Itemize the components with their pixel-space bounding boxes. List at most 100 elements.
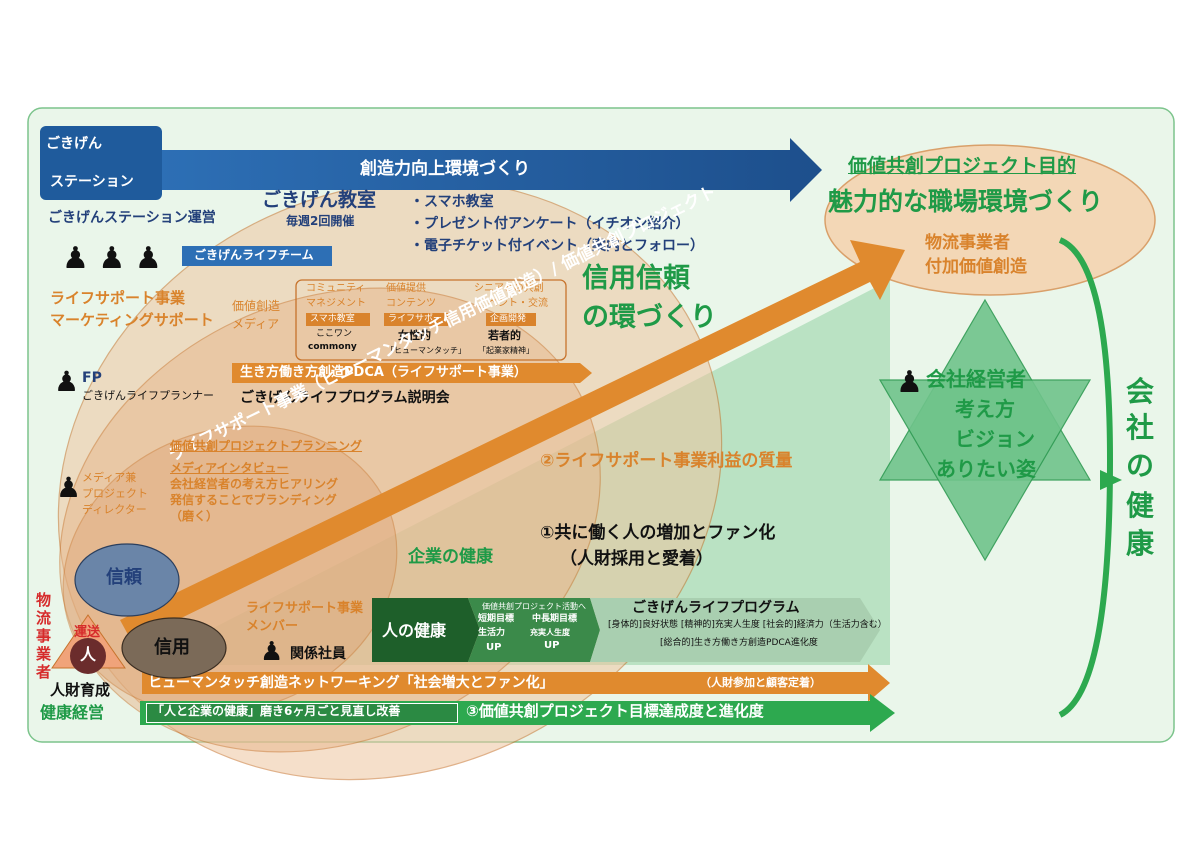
director-line3: ディレクター [82, 503, 147, 516]
planning-sub: メディアインタビュー [170, 461, 289, 475]
trust-circle-label: 信頼 [106, 567, 142, 588]
pa-s2b: 充実人生度 [530, 628, 570, 637]
planning-title: 価値共創プロジェクトプランニング [170, 439, 363, 453]
classroom-title: ごきげん教室 [262, 189, 377, 211]
project-activity-title: 価値共創プロジェクト活動へ [482, 602, 586, 611]
planning-line-2: 発信することでブランディング [170, 493, 337, 507]
panel-2-h2: コンテンツ [386, 298, 436, 309]
pa-s1a: 短期目標 [478, 614, 515, 624]
staff-person-icon: ♟ [260, 637, 284, 667]
lifesupport-marketing-2: マーケティングサポート [50, 311, 214, 329]
panel-2-tag-box [384, 313, 448, 326]
bottom-box-text: 「人と企業の健康」磨き6ヶ月ごと見直し改善 [152, 704, 401, 718]
bottom-label: ③価値共創プロジェクト目標達成度と進化度 [466, 702, 764, 720]
panel-2-h1: 価値提供 [386, 283, 426, 294]
diagonal-arrow [120, 240, 905, 642]
top-arrow [160, 138, 822, 202]
station-line1: ごきげん [46, 136, 102, 152]
trust-circle [74, 543, 180, 617]
fan-line2: （人財採用と愛着） [560, 549, 713, 569]
hr-dev: 人財育成 [50, 681, 111, 699]
panel-1-tag-box [306, 313, 370, 326]
company-health-5: 康 [1126, 527, 1155, 560]
company-health-3: の [1126, 449, 1155, 482]
right-curve [1058, 237, 1114, 718]
pa-s1c: UP [486, 642, 502, 653]
logistics-v-4: 業 [36, 645, 52, 663]
panel-1-t2: ここワン [316, 329, 353, 339]
bottom-box [146, 703, 458, 723]
company-health-2: 社 [1126, 411, 1155, 444]
team-label-box [182, 246, 332, 266]
people-icons: ♟ ♟ ♟ [62, 241, 162, 276]
networking-arrow [142, 664, 890, 702]
top-arrow-label: 創造力向上環境づくり [360, 159, 530, 179]
panel-3-tag: 企画開発 [490, 314, 527, 324]
team-label: ごきげんライフチーム [194, 248, 314, 262]
credit-circle-label: 信用 [154, 637, 190, 658]
goal-sub1: 物流事業者 [925, 233, 1010, 253]
star-line4: ありたい姿 [936, 457, 1036, 481]
panel-3-h2: イベント・交流 [478, 298, 548, 309]
goal-title: 価値共創プロジェクト目的 [848, 155, 1077, 177]
pa-s2a: 中長期目標 [532, 614, 578, 624]
program-briefing: ごきげんライフプログラム説明会 [240, 390, 450, 406]
panel-1-h2: マネジメント [306, 298, 366, 309]
star-person-icon: ♟ [896, 365, 923, 400]
person-label: 人 [80, 645, 97, 664]
company-health-1: 会 [1126, 375, 1155, 408]
right-curve-head [1100, 470, 1122, 490]
panel-3-t2: 若者的 [488, 329, 521, 342]
program-title: ごきげんライフプログラム [632, 600, 800, 616]
station-line2: ステーション [50, 174, 134, 190]
logistics-v-3: 事 [36, 627, 52, 645]
station-box [40, 126, 162, 200]
fp-title: FP [82, 370, 102, 386]
classroom-item-2: ・プレゼント付アンケート（イチオシ紹介） [410, 216, 690, 232]
panel-3-h1: シニアとの共創 [474, 283, 544, 294]
networking-main: ヒューマンタッチ創造ネットワーキング「社会増大とファン化」 [148, 675, 554, 691]
panel-1-h1: コミュニティ [306, 283, 366, 294]
panel-1-t3: commony [308, 342, 357, 352]
value-media-1: 価値創造 [232, 299, 281, 313]
program-chevron [590, 598, 880, 662]
networking-sub: （人財参加と顧客定着） [700, 676, 821, 689]
program-row-2: [総合的]生き方働き方創造PDCA進化度 [660, 638, 818, 648]
star-line1: 会社経営者 [926, 367, 1026, 391]
station-operation: ごきげんステーション運営 [48, 210, 216, 226]
classroom-item-1: ・スマホ教室 [410, 194, 494, 210]
company-health-4: 健 [1126, 489, 1155, 522]
fan-line1: ①共に働く人の増加とファン化 [540, 523, 776, 543]
credit-circle [121, 617, 227, 679]
logistics-v-5: 者 [36, 663, 52, 681]
panel-3-t3: 「起業家精神」 [478, 346, 534, 355]
health-mgmt: 健康経営 [40, 703, 105, 722]
star-line2: 考え方 [955, 397, 1015, 421]
members-1: ライフサポート事業 [246, 601, 364, 616]
planning-line-1: 会社経営者の考え方ヒアリング [170, 477, 339, 491]
quality-label: ②ライフサポート事業利益の質量 [540, 451, 793, 471]
lifesupport-marketing-1: ライフサポート事業 [50, 289, 186, 307]
person-circle [70, 638, 106, 674]
panel-2-t2: 女性的 [398, 329, 431, 342]
project-activity-chevron [468, 598, 600, 662]
goal-sub2: 付加価値創造 [925, 257, 1027, 277]
classroom-sub: 毎週2回開催 [286, 214, 355, 228]
pa-s2c: UP [544, 640, 560, 651]
trust-ring-1: 信用信頼 [582, 263, 690, 294]
star-line3: ビジョン [955, 427, 1035, 451]
pdca-bar-shape [232, 363, 592, 383]
people-health: 人の健康 [382, 621, 447, 640]
logistics-v-1: 物 [36, 591, 52, 609]
program-row-1: [身体的]良好状態 [精神的]充実人生度 [社会的]経済力（生活力含む） [608, 620, 887, 630]
director-line1: メディア兼 [82, 471, 137, 484]
pa-s1b: 生活力 [478, 628, 506, 638]
trust-ring-2: の環づくり [582, 302, 717, 333]
panel-1-tag: スマホ教室 [310, 314, 355, 324]
star-shape-b [878, 379, 1092, 562]
members-2: メンバー [246, 619, 299, 634]
classroom-item-3: ・電子チケット付イベント（案内とフォロー） [410, 238, 704, 254]
goal-ellipse [824, 144, 1156, 296]
panel-2-t3: 「ヒューマンタッチ」 [386, 346, 466, 355]
